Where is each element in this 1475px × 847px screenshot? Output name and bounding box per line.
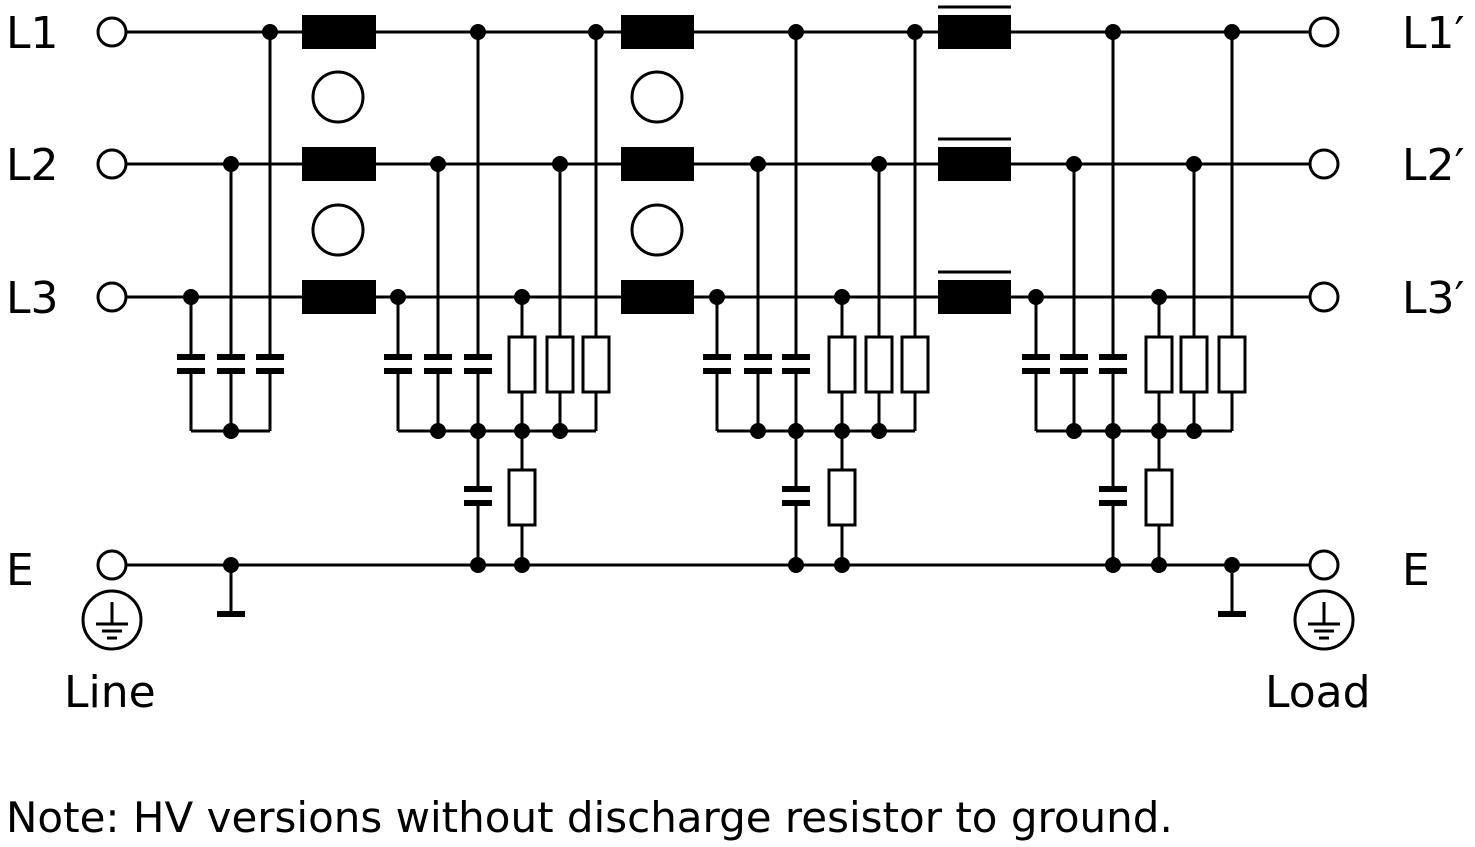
terminal-line-l1 [96,16,128,48]
terminal-label-load-l1: L1′ [1402,8,1465,59]
circuit [81,5,1355,651]
junction-dot [750,423,766,439]
terminal-line-l2 [96,148,128,180]
resistor [827,335,857,394]
line-side-label: Line [64,667,156,718]
resistor [1217,335,1247,394]
terminal-load-l2 [1308,148,1340,180]
resistor [581,335,611,394]
choke-core-circle [311,70,365,124]
inductor [621,147,694,181]
terminal-label-load-e: E [1402,545,1430,596]
junction-dot [430,423,446,439]
resistor [1144,335,1174,394]
terminal-label-line-l3: L3 [6,273,59,324]
junction-dot [1151,557,1167,573]
inductor [938,15,1011,49]
choke-core-circle [630,203,684,257]
junction-dot [834,557,850,573]
inductor [621,15,694,49]
inductor [938,280,1011,314]
resistor [827,468,857,527]
choke-core-circle [630,70,684,124]
terminal-label-line-e: E [6,545,34,596]
junction-dot [552,423,568,439]
junction-dot [1186,423,1202,439]
terminal-label-load-l3: L3′ [1402,273,1465,324]
junction-dot [223,423,239,439]
resistor [1179,335,1209,394]
protective-earth-icon [81,589,143,651]
terminal-load-e [1308,549,1340,581]
protective-earth-icon [1293,589,1355,651]
junction-dot [1066,423,1082,439]
resistor [545,335,575,394]
junction-dot [514,557,530,573]
resistor [507,335,537,394]
terminal-label-line-l1: L1 [6,8,59,59]
terminal-line-e [96,549,128,581]
junction-dot [871,423,887,439]
inductor [621,280,694,314]
inductor [302,147,376,181]
junction-dot [1105,557,1121,573]
resistor [1144,468,1174,527]
inductor [302,15,376,49]
resistor [507,468,537,527]
terminal-line-l3 [96,281,128,313]
resistor [864,335,894,394]
load-side-label: Load [1265,667,1371,718]
terminal-load-l1 [1308,16,1340,48]
terminal-label-load-l2: L2′ [1402,140,1465,191]
footnote: Note: HV versions without discharge resi… [6,793,1173,842]
inductor [938,147,1011,181]
inductor [302,280,376,314]
terminal-load-l3 [1308,281,1340,313]
resistor [900,335,930,394]
terminal-label-line-l2: L2 [6,140,59,191]
junction-dot [788,557,804,573]
junction-dot [470,557,486,573]
choke-core-circle [311,203,365,257]
